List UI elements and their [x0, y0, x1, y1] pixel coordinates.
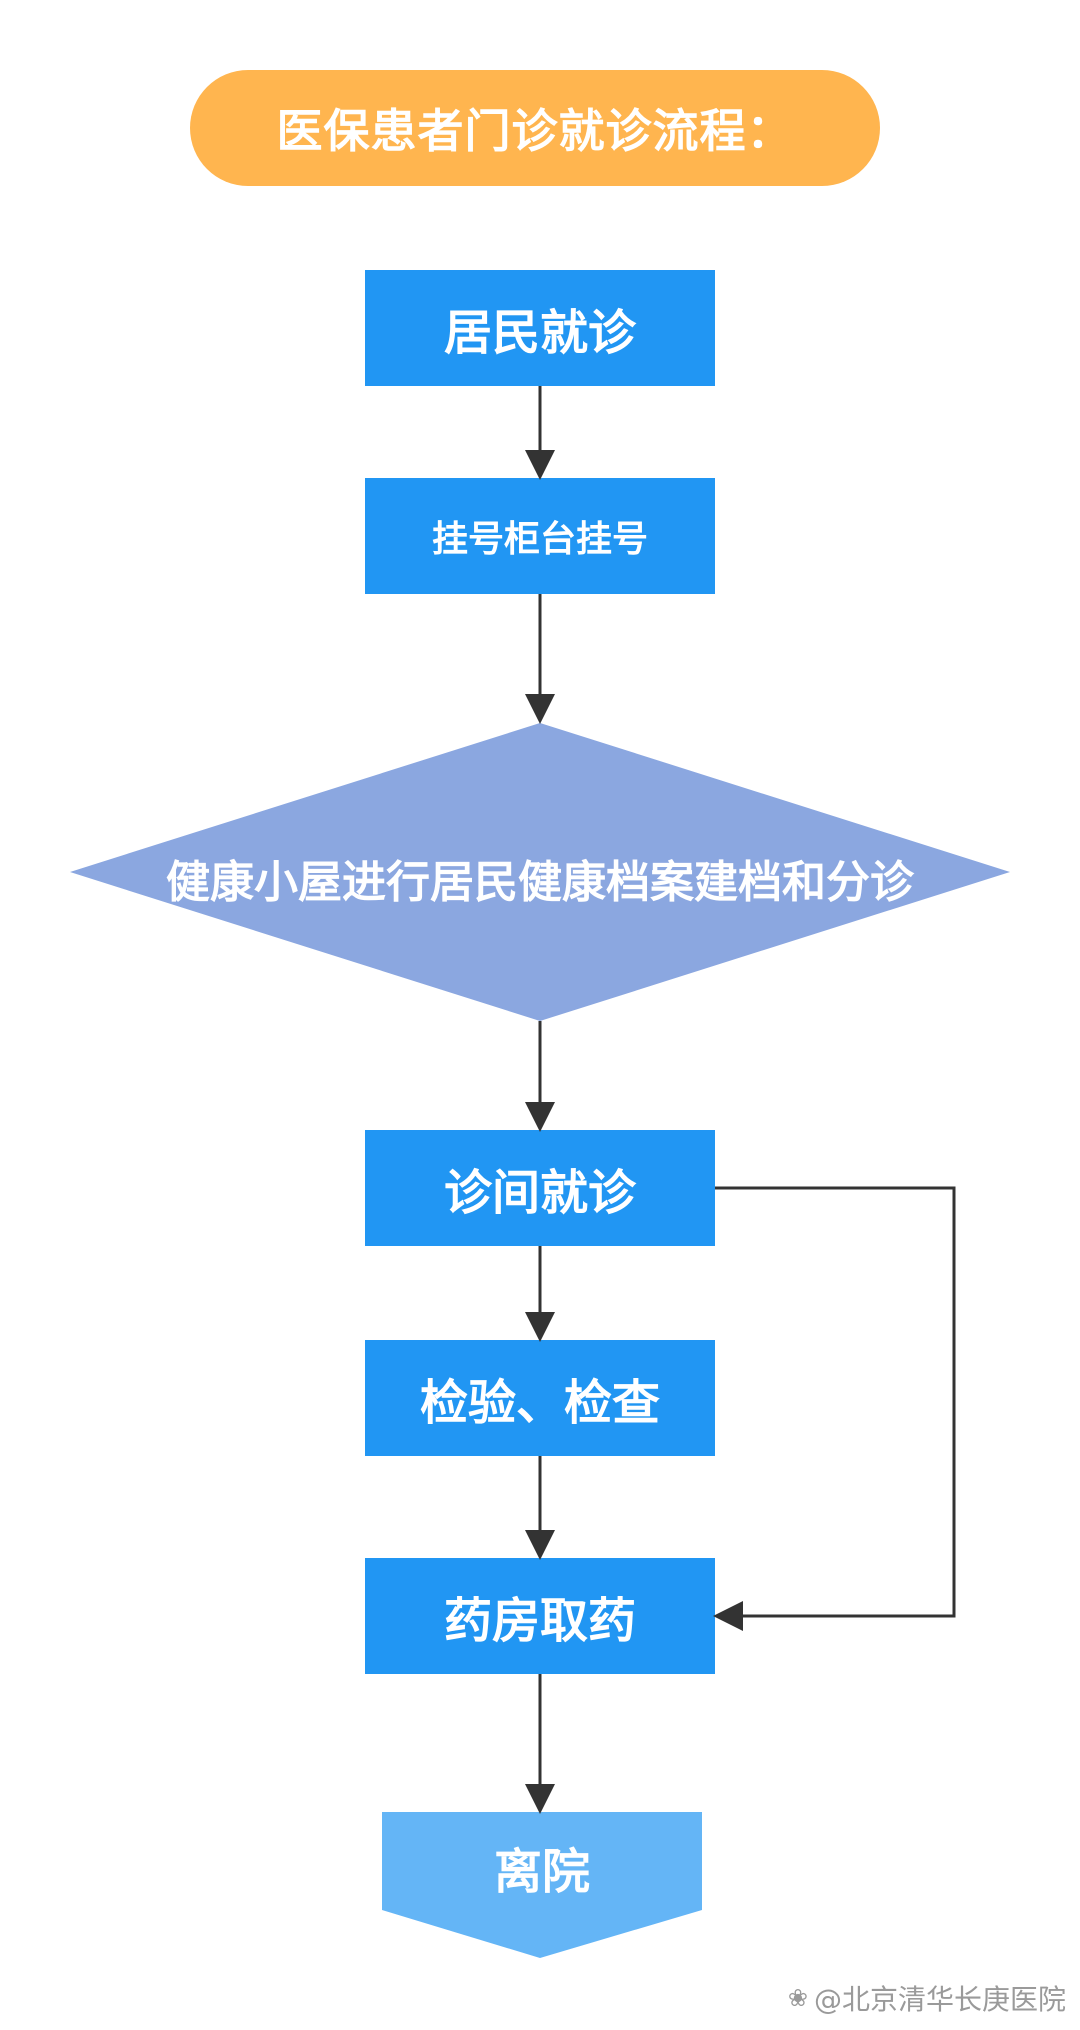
node-n7-label: 离院 — [493, 1844, 590, 1900]
node-n4-shape — [365, 1130, 715, 1246]
node-n5-label: 检验、检查 — [419, 1375, 660, 1431]
node-n6-label: 药房取药 — [443, 1593, 636, 1649]
watermark-text: @北京清华长庚医院 — [813, 1983, 1066, 2016]
node-n7-shape — [382, 1812, 702, 1958]
node-n3-shape — [70, 723, 1010, 1021]
node-n1-label: 居民就诊 — [443, 305, 636, 361]
node-n5-shape — [365, 1340, 715, 1456]
node-n3-label: 健康小屋进行居民健康档案建档和分诊 — [166, 857, 914, 908]
node-n2-label: 挂号柜台挂号 — [431, 519, 648, 560]
watermark: ❀ @北京清华长庚医院 — [788, 1978, 1066, 2018]
node-n6-shape — [365, 1558, 715, 1674]
flowchart-title: 医保患者门诊就诊流程： — [190, 70, 880, 186]
edge-n4-n6-bypass — [713, 1186, 956, 1631]
node-n4-label: 诊间就诊 — [443, 1165, 636, 1221]
node-n2-shape — [365, 478, 715, 594]
node-n1-shape — [365, 270, 715, 386]
paw-icon: ❀ — [787, 1984, 808, 2012]
